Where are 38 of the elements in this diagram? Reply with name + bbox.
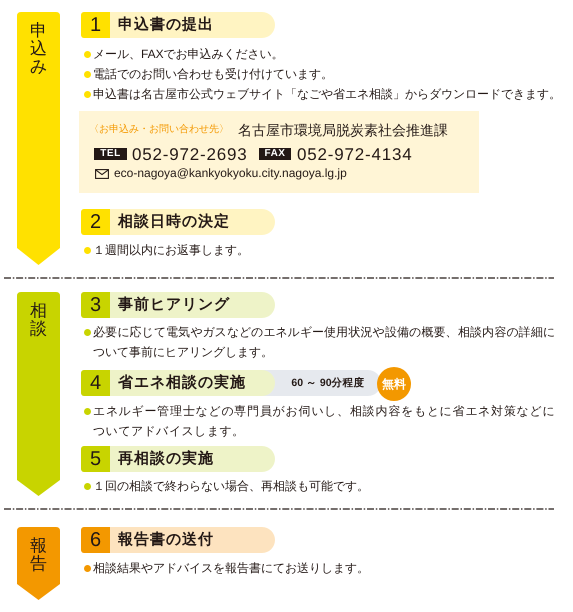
phone-number: 052-972-2693 <box>132 144 248 164</box>
bullet-text: 電話でのお問い合わせも受け付けています。 <box>93 66 333 83</box>
step-title: 報告書の送付 <box>118 531 214 549</box>
step-title: 省エネ相談の実施 <box>118 374 246 392</box>
bullet-text: １回の相談で終わらない場合、再相談も可能です。 <box>93 478 369 495</box>
bullet-text: メール、FAXでお申込みください。 <box>93 46 284 63</box>
step-number: 2 <box>81 209 110 235</box>
contact-box <box>79 111 479 193</box>
step-number: 6 <box>81 527 110 553</box>
step-title: 相談日時の決定 <box>118 213 230 231</box>
step-number: 1 <box>81 12 110 38</box>
step-number: 3 <box>81 292 110 318</box>
phone-number: 052-972-4134 <box>297 144 412 164</box>
step-title: 再相談の実施 <box>118 450 214 468</box>
step-number: 4 <box>81 370 110 396</box>
step-number: 5 <box>81 446 110 472</box>
step-header <box>81 292 275 318</box>
email-address: eco-nagoya@kankyokyoku.city.nagoya.lg.jp <box>114 165 347 181</box>
label-tag: TEL <box>94 148 127 160</box>
phase-banner: 相談 <box>17 292 60 496</box>
department-name: 名古屋市環境局脱炭素社会推進課 <box>238 121 448 139</box>
circle-badge: 無料 <box>377 367 411 401</box>
step-header <box>81 370 275 396</box>
step-header <box>81 446 275 472</box>
step-header <box>81 527 275 553</box>
step-title: 申込書の提出 <box>118 16 214 34</box>
phase-banner: 報告 <box>17 527 60 600</box>
bullet-text: エネルギー管理士などの専門員がお伺いし、相談内容をもとに省エネ対策などについてアドバイスします。 <box>93 403 555 440</box>
bullet-text: １週間以内にお返事します。 <box>93 242 249 259</box>
step-header <box>81 209 275 235</box>
bullet-text: 申込書は名古屋市公式ウェブサイト「なごや省エネ相談」からダウンロードできます。 <box>93 86 561 103</box>
step-header <box>81 12 275 38</box>
contact-heading: 〈お申込み・お問い合わせ先〉 <box>89 123 229 137</box>
bullet-text: 必要に応じて電気やガスなどのエネルギー使用状況や設備の概要、相談内容の詳細について事前にヒアリングします。 <box>93 324 555 361</box>
bullet-text: 相談結果やアドバイスを報告書にてお送りします。 <box>93 560 369 577</box>
label-tag: FAX <box>259 148 291 160</box>
phase-banner: 申込み <box>17 12 60 265</box>
step-title: 事前ヒアリング <box>118 296 230 314</box>
